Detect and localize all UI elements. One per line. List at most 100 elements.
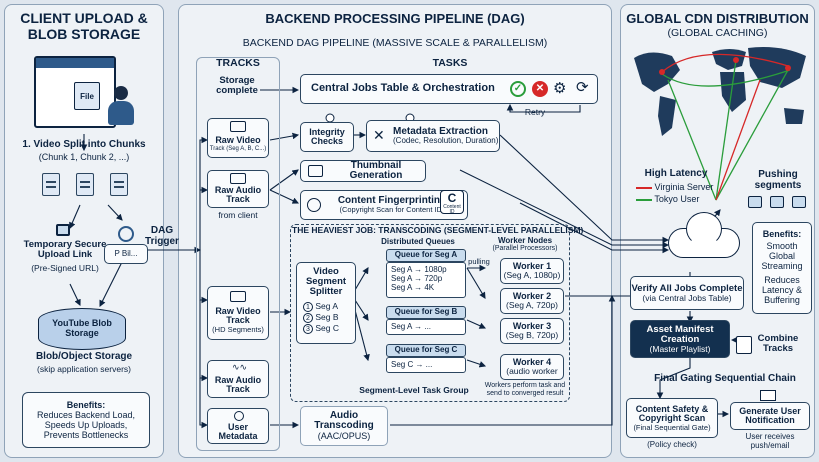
film-icon [230,173,246,184]
check-circle-icon: ✓ [510,81,526,97]
queue-c-item-1: Seg C → ... [391,360,433,369]
green-line-icon [636,198,652,201]
blob-storage-title: Blob/Object Storage [35,351,133,362]
integrity-checks-label: Integrity Checks [309,126,345,146]
queue-a-item-2: Seg A → 720p [391,274,443,284]
worker-4-box: Worker 4 (audio worker [500,354,564,380]
film-icon [230,121,246,132]
worker-3-name: Worker 3 [512,320,552,331]
metadata-extraction-box: ✕ Metadata Extraction (Codec, Resolution… [366,120,500,152]
seg-number-icon: 2 [303,312,313,323]
backend-title: BACKEND PROCESSING PIPELINE (DAG) [265,11,525,26]
lock-icon [56,224,70,236]
splitter-seg-c-label: Seg C [315,323,339,333]
verify-jobs-label: Verify All Jobs Complete [631,282,743,294]
list-icon [736,336,752,354]
fingerprint-label: Content Fingerprinting [337,194,447,206]
worker-3-box: Worker 3 (Seg B, 720p) [500,318,564,344]
manifest-label: Asset Manifest Creation [646,323,714,345]
worker-2-sub: (Seg A, 720p) [506,300,558,311]
upload-link-sub: (Pre-Signed URL) [31,263,99,273]
legend-tokyo: Tokyo User [636,194,699,204]
cdn-benefits-title: Benefits: [762,229,802,240]
link-chain-icon [118,226,134,242]
worker-3-sub: (Seg B, 720p) [505,330,559,341]
legend-virginia-label: Virginia Server [654,182,714,192]
safety-scan-box: Content Safety & Copyright Scan (Final S… [626,398,718,438]
user-icon [234,411,244,421]
worker-nodes-sub: (Parallel Processors) [492,245,558,252]
raw-audio-track-1: Raw Audio Track [207,170,269,208]
queue-a-header: Queue for Seg A [386,249,466,262]
queue-a-list: Seg A → 1080p Seg A → 720p Seg A → 4K [386,262,466,298]
user-person-icon [104,86,138,128]
client-upload-title: CLIENT UPLOAD & BLOB STORAGE [20,10,148,43]
fingerprint-icon [307,198,321,212]
segment-splitter-box: Video Segment Splitter 1 Seg A 2 Seg B 3… [296,262,356,344]
file-label: File [80,91,94,101]
audio-transcoding-label: Audio Transcoding [314,409,374,432]
storage-complete-label: Storage complete [216,75,258,97]
integrity-checks-box: Integrity Checks [300,122,354,152]
user-metadata-track: User Metadata [207,408,269,444]
pulling-label: pulling [468,257,490,266]
splitter-seg-b-label: Seg B [315,311,339,322]
legend-virginia: Virginia Server [636,182,713,192]
blob-storage-cylinder: YouTube Blob Storage [38,308,126,350]
audio-transcoding-box: Audio Transcoding (AAC/OPUS) [300,406,388,446]
queue-a-item-3: Seg A → 4K [391,283,435,293]
worker-2-box: Worker 2 (Seg A, 720p) [500,288,564,314]
pushing-segments-label: Pushing segments [754,169,802,191]
waveform-icon: ∿∿ [232,362,248,372]
heavy-job-title: THE HEAVIEST JOB: TRANSCODING (SEGMENT-L… [292,225,584,235]
error-circle-icon: ✕ [532,81,548,97]
combine-tracks-label: Combine Tracks [757,333,799,355]
tasks-header: TASKS [432,57,468,69]
backend-subtitle: BACKEND DAG PIPELINE (MASSIVE SCALE & PA… [242,37,548,49]
cdn-title: GLOBAL CDN DISTRIBUTION [626,11,809,26]
legend-tokyo-label: Tokyo User [654,194,700,204]
metadata-extraction-sub: (Codec, Resolution, Duration) [393,136,499,146]
left-benefits-box: Benefits: Reduces Backend Load, Speeds U… [22,392,150,448]
gating-chain-label: Final Gating Sequential Chain [654,373,796,384]
tracks-column [196,57,280,451]
policy-check-label: (Policy check) [647,440,697,449]
left-benefit-2: Speeds Up Uploads, [44,420,128,430]
film-icon [230,291,246,302]
task-group-label: Segment-Level Task Group [359,385,469,395]
raw-video-1-sub: Track (Seg A, B, C...) [209,145,267,152]
content-id-logo-label: Content ID [443,204,461,215]
user-metadata-label: User Metadata [218,421,258,441]
presigned-link-label: P Bil... [114,248,138,258]
cdn-benefits-box: Benefits: Smooth Global Streaming Reduce… [752,222,812,314]
worker-nodes-label: Worker Nodes [497,236,553,245]
seg-number-icon: 3 [303,324,313,334]
chunk-doc-icon-2 [76,173,94,196]
raw-video-1-label: Raw Video [215,135,261,146]
raw-video-2-sub: (HD Segments) [212,324,264,334]
splitter-seg-b: 2 Seg B [303,312,349,323]
tools-icon: ✕ [373,127,385,143]
queue-b-item-1: Seg A → ... [391,322,432,331]
cdn-benefit-1: Smooth Global Streaming [761,241,803,272]
server-stack-icon [748,196,808,210]
high-latency-label: High Latency [644,168,708,179]
raw-audio-track-2: ∿∿ Raw Audio Track [207,360,269,398]
notification-label: Generate User Notification [739,405,801,425]
worker-1-name: Worker 1 [512,260,552,271]
manifest-box: Asset Manifest Creation (Master Playlist… [630,320,730,358]
worker-2-name: Worker 2 [512,290,552,301]
monitor-icon: File [34,56,116,128]
raw-video-track-1: Raw Video Track (Seg A, B, C...) [207,118,269,158]
worker-1-sub: (Seg A, 1080p) [503,270,561,281]
dag-trigger-label: DAG Trigger [145,225,179,247]
chunk-doc-icon-1 [42,173,60,196]
left-benefit-3: Prevents Bottlenecks [43,430,129,441]
envelope-icon [760,390,776,401]
queue-b-header: Queue for Seg B [386,306,466,319]
queue-c-header: Queue for Seg C [386,344,466,357]
distributed-queues-label: Distributed Queues [381,237,455,246]
manifest-sub: (Master Playlist) [649,343,711,354]
chunk-step-sub: (Chunk 1, Chunk 2, ...) [38,152,130,162]
image-icon [308,165,323,177]
